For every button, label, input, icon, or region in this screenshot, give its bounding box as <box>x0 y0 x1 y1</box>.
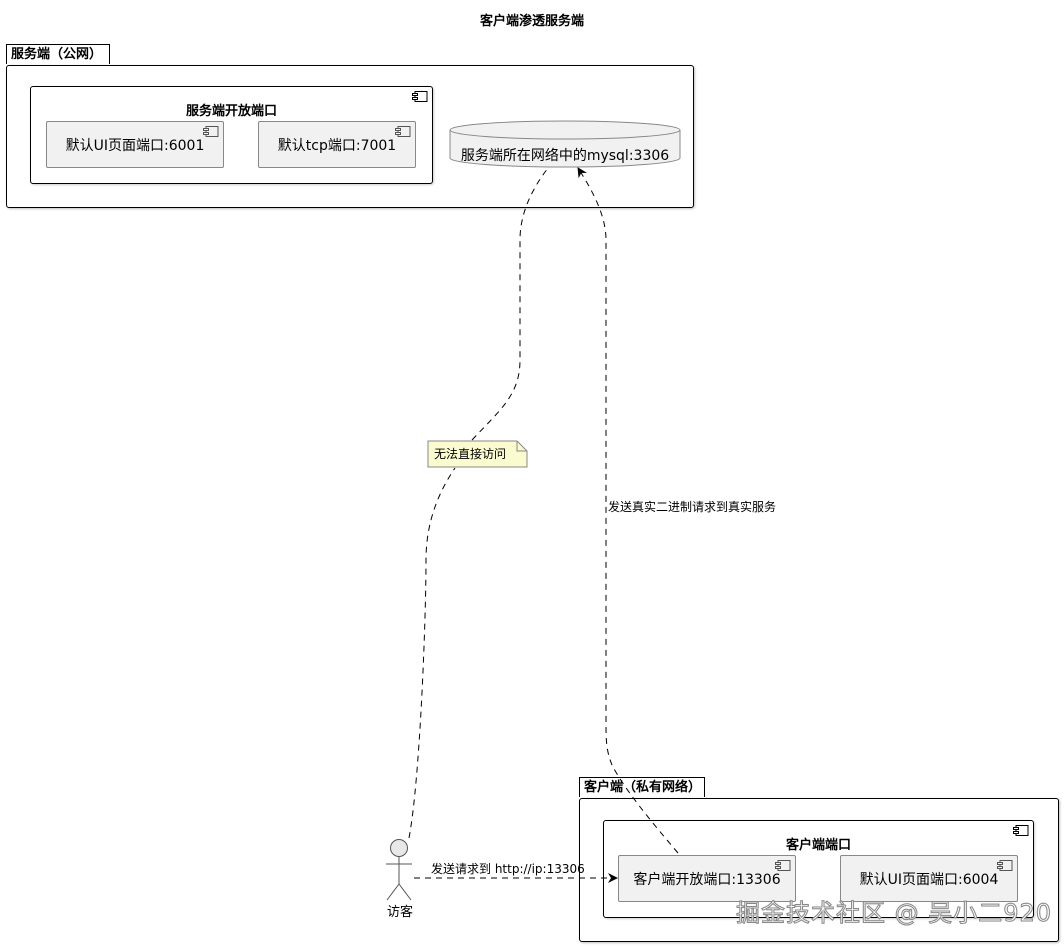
watermark: 掘金技术社区 @ 吴小二920 <box>735 899 1053 928</box>
server-ui-port-component[interactable]: 默认UI页面端口:6001 <box>46 121 224 168</box>
client-package-label: 客户端（私有网络） <box>584 780 702 795</box>
visitor-to-mysql-line <box>408 167 549 839</box>
server-package-label: 服务端（公网） <box>11 47 103 62</box>
server-package-tab: 服务端（公网） <box>6 44 110 64</box>
client-package-tab: 客户端（私有网络） <box>579 777 705 797</box>
client-open-port-component[interactable]: 客户端开放端口:13306 <box>618 855 796 902</box>
server-tcp-port-label: 默认tcp端口:7001 <box>277 137 397 154</box>
component-icon <box>997 860 1013 871</box>
note-shape <box>427 440 528 468</box>
server-tcp-port-component[interactable]: 默认tcp端口:7001 <box>258 121 416 168</box>
client-to-mysql-arrow <box>577 167 679 854</box>
edge-label-visitor-to-client: 发送请求到 http://ip:13306 <box>431 862 585 876</box>
edge-label-client-to-mysql: 发送真实二进制请求到真实服务 <box>608 500 777 514</box>
component-icon <box>412 91 428 102</box>
server-ui-port-label: 默认UI页面端口:6001 <box>65 137 205 154</box>
mysql-database-label[interactable]: 服务端所在网络中的mysql:3306 <box>460 148 670 164</box>
mysql-database-shape <box>449 120 681 168</box>
client-port-group-title: 客户端端口 <box>785 838 851 853</box>
component-icon <box>395 126 411 137</box>
visitor-actor-icon <box>386 839 412 901</box>
client-ui-port-label: 默认UI页面端口:6004 <box>859 871 999 888</box>
visitor-actor-label[interactable]: 访客 <box>386 905 413 920</box>
client-ui-port-component[interactable]: 默认UI页面端口:6004 <box>840 855 1018 902</box>
diagram-title: 客户端渗透服务端 <box>479 14 584 29</box>
component-icon <box>203 126 219 137</box>
server-port-group-title: 服务端开放端口 <box>185 104 277 119</box>
component-icon <box>1013 825 1029 836</box>
client-open-port-label: 客户端开放端口:13306 <box>633 871 781 888</box>
component-icon <box>775 860 791 871</box>
note-cannot-access: 无法直接访问 <box>434 447 507 461</box>
